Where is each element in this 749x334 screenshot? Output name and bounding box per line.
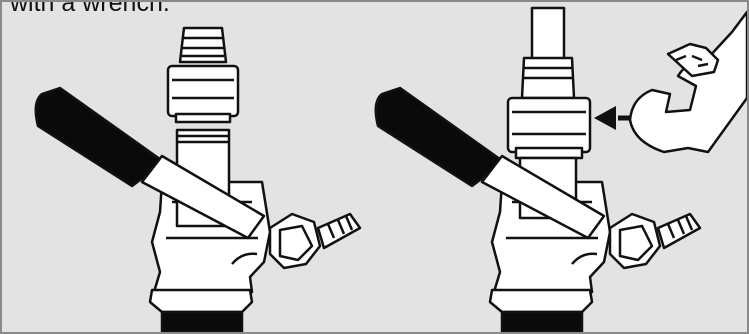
coupler-right (374, 6, 702, 332)
coupler-handle-right (374, 86, 506, 188)
adapter-nut-left (166, 64, 240, 124)
coupler-left (34, 26, 362, 332)
wrench-icon (628, 10, 747, 154)
adapter-nut-right (506, 96, 592, 160)
hex-nut-icon (268, 212, 322, 270)
coupler-lever-right (480, 154, 606, 240)
coupler-handle-left (34, 86, 166, 188)
coupler-base-left (148, 288, 254, 314)
tube-stub-left (178, 26, 228, 64)
instruction-caption: with a wrench. (10, 0, 170, 17)
coupler-lever-left (140, 154, 266, 240)
hose-barb-icon (316, 212, 362, 250)
coupler-base-right (488, 288, 594, 314)
